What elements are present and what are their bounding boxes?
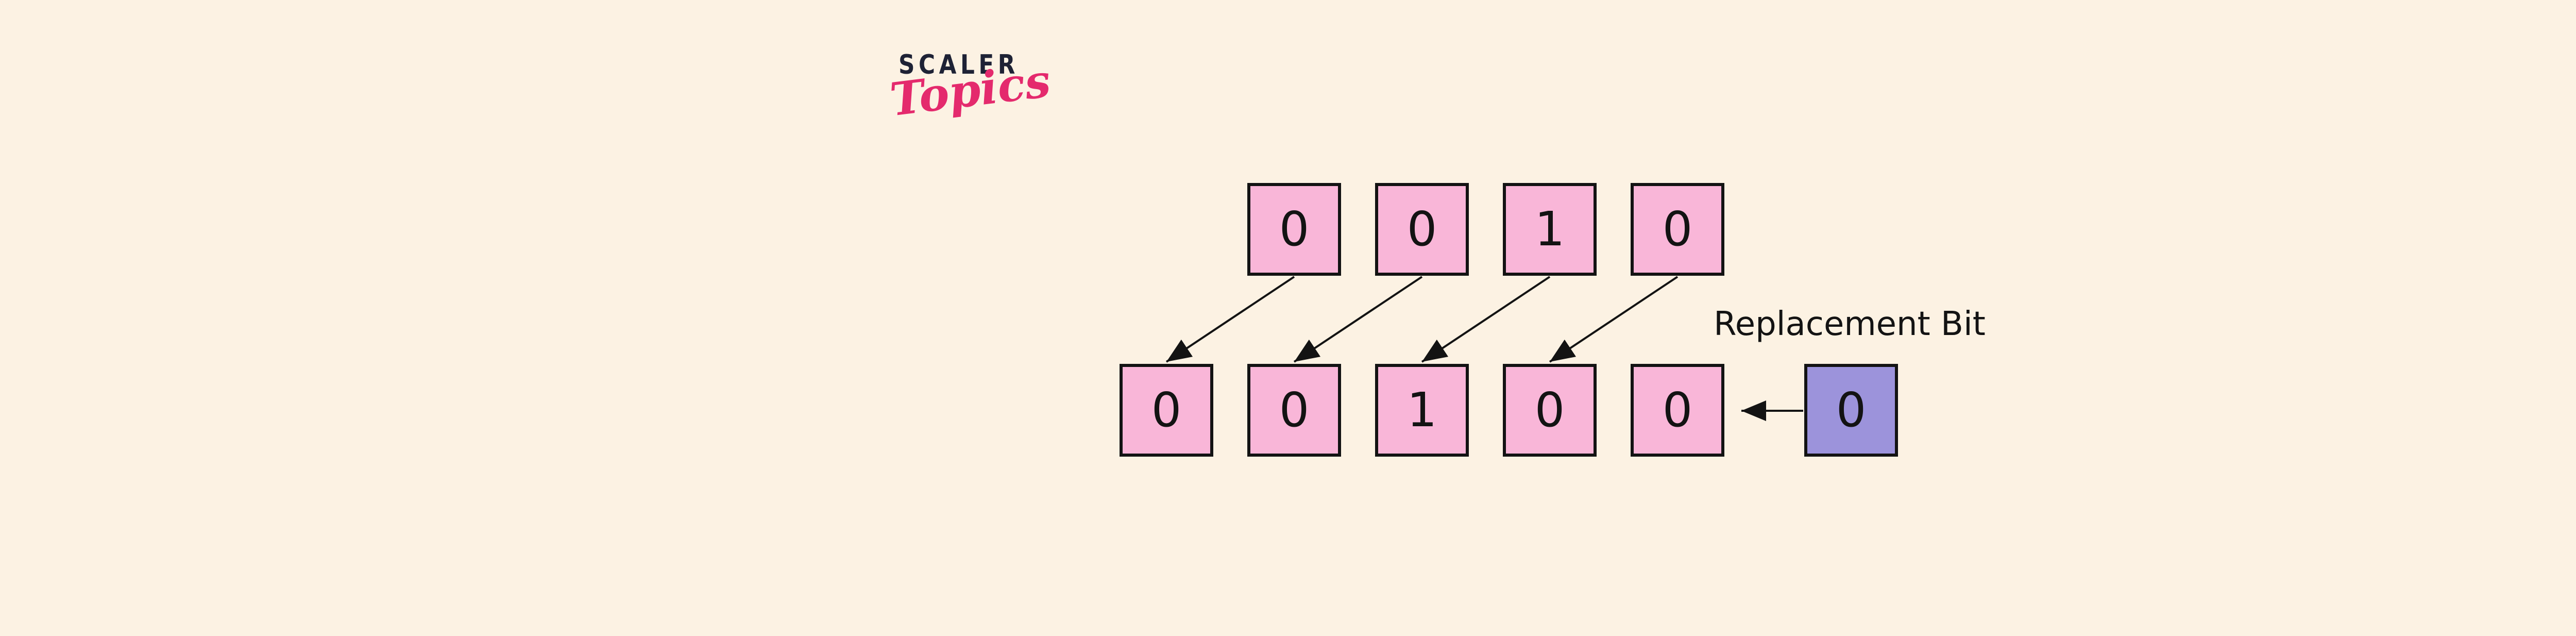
bottom-bit-box-4: 0 [1503,364,1597,457]
bottom-bit-box-3: 1 [1375,364,1469,457]
shift-arrow-3 [1421,276,1551,363]
top-bit-box-3: 1 [1503,183,1597,276]
shift-arrow-2 [1293,276,1423,363]
shift-arrow-1 [1165,276,1295,363]
replacement-bit-box: 0 [1804,364,1898,457]
bottom-bit-box-1: 0 [1120,364,1213,457]
top-bit-box-4: 0 [1631,183,1724,276]
replacement-bit-label: Replacement Bit [1714,305,1986,343]
shift-arrow-4 [1549,276,1679,363]
bottom-bit-box-2: 0 [1247,364,1341,457]
top-bit-box-2: 0 [1375,183,1469,276]
top-bit-box-1: 0 [1247,183,1341,276]
scaler-topics-logo: SCALER Topics [886,46,1054,160]
bottom-bit-box-5: 0 [1631,364,1724,457]
logo-brand-text: SCALER [899,49,1019,80]
